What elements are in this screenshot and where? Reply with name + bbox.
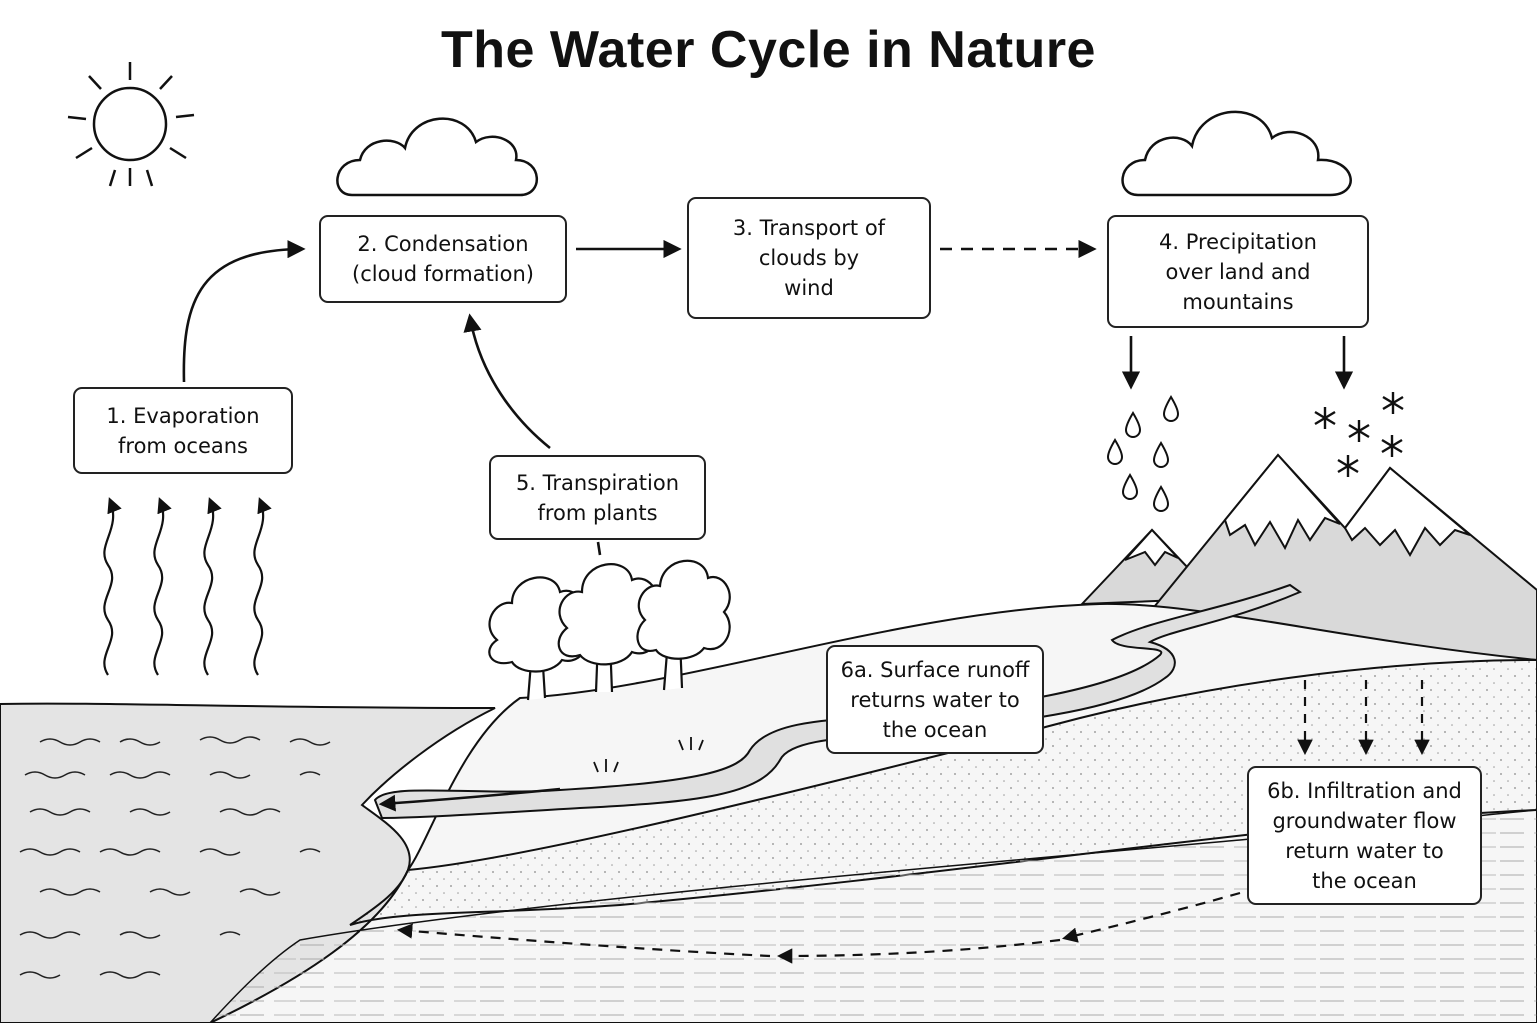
step-runoff-label: 6a. Surface runoff returns water to the …: [826, 645, 1044, 754]
page-title: The Water Cycle in Nature: [441, 21, 1096, 79]
cloud-icon: [336, 117, 538, 197]
river: [373, 583, 1303, 820]
process-arrows: [182, 239, 1430, 964]
snowflakes-icon: [1314, 392, 1404, 477]
cloud-icon: [1121, 110, 1352, 197]
step-transpiration-label: 5. Transpiration from plants: [489, 455, 706, 540]
evaporation-arrows: [103, 497, 272, 676]
raindrops-icon: [1106, 395, 1180, 512]
step-evaporation-label: 1. Evaporation from oceans: [73, 387, 293, 474]
step-infiltration-label: 6b. Infiltration and groundwater flow re…: [1247, 766, 1482, 905]
grass-icon: [593, 737, 704, 773]
trees-icon: [488, 559, 731, 701]
step-transport-label: 3. Transport of clouds by wind: [687, 197, 931, 319]
step-precipitation-label: 4. Precipitation over land and mountains: [1107, 215, 1369, 328]
ocean-waves: [19, 736, 331, 979]
sun-icon: [67, 62, 195, 187]
step-condensation-label: 2. Condensation (cloud formation): [319, 215, 567, 303]
